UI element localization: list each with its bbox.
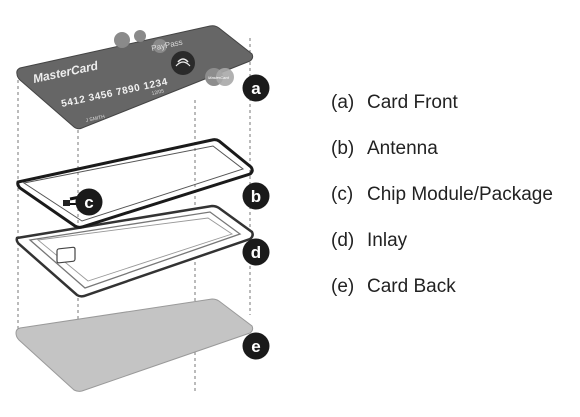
badge-c: c	[75, 188, 103, 216]
layer-chip-module	[63, 200, 77, 206]
legend-key: (e)	[331, 276, 355, 297]
legend-key: (d)	[331, 230, 355, 251]
legend-label: Chip Module/Package	[367, 184, 553, 205]
legend-label: Card Back	[367, 276, 456, 297]
legend-item-a: (a) Card Front	[331, 80, 576, 126]
card-decor-circle	[114, 32, 130, 48]
card-name-text: J SMITH	[85, 114, 106, 124]
card-decor-circle	[134, 30, 146, 42]
legend-label: Antenna	[367, 138, 438, 159]
badge-a-letter: a	[251, 79, 261, 98]
badge-d: d	[242, 238, 270, 266]
badge-e-letter: e	[251, 337, 260, 356]
card-expiry-text: 12/05	[151, 88, 165, 97]
badge-c-letter: c	[84, 193, 93, 212]
legend-label: Card Front	[367, 92, 458, 113]
legend-item-c: (c) Chip Module/Package	[331, 172, 576, 218]
legend-item-e: (e) Card Back	[331, 264, 576, 310]
legend-item-b: (b) Antenna	[331, 126, 576, 172]
card-layers-diagram: MasterCard PayPass 5412 3456 7890 1234 1…	[15, 25, 270, 393]
legend-key: (a)	[331, 92, 355, 113]
layer-inlay	[15, 204, 254, 298]
card-brand-small-text: MasterCard	[208, 75, 230, 80]
badge-a: a	[242, 74, 270, 102]
layer-card-back	[15, 298, 254, 392]
badge-b-letter: b	[251, 187, 261, 206]
layer-card-front	[16, 25, 254, 130]
card-decor-circle	[153, 39, 167, 53]
badge-d-letter: d	[251, 243, 261, 262]
legend-label: Inlay	[367, 230, 408, 251]
legend-item-d: (d) Inlay	[331, 218, 576, 264]
paypass-logo-icon	[171, 51, 195, 75]
badge-e: e	[242, 332, 270, 360]
inlay-chip-cavity	[56, 246, 76, 264]
legend-key: (c)	[331, 184, 354, 205]
badge-b: b	[242, 182, 270, 210]
legend-key: (b)	[331, 138, 355, 159]
chip-icon	[63, 200, 70, 206]
legend: (a) Card Front (b) Antenna (c) Chip Modu…	[331, 80, 576, 310]
